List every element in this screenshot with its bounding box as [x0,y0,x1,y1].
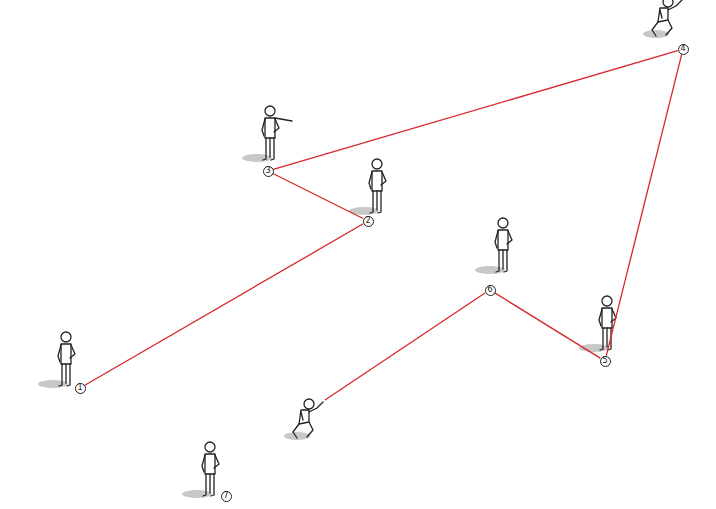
path-line [273,51,677,170]
callout-number: 5 [602,357,607,365]
person-figure [475,218,512,274]
person-figure [284,399,323,440]
callout-circle: 2 [363,216,374,227]
person-figure [242,106,279,162]
person-figure [182,442,219,498]
person-figure [643,0,682,38]
callout-number: 7 [223,492,228,500]
callout-circle: 5 [600,356,611,367]
callout-circle: 1 [75,383,86,394]
callout-number: 3 [265,167,270,175]
path-line [606,54,681,355]
path-line [273,174,363,219]
person-figure [349,159,386,215]
path-line [495,293,601,358]
callout-circle: 4 [678,44,689,55]
callout-number: 1 [77,384,82,392]
person-figure [579,296,616,352]
callout-circle: 3 [263,166,274,177]
callout-number: 2 [365,217,370,225]
callout-number: 4 [680,45,685,53]
path-line [325,293,485,400]
callout-circle: 6 [485,285,496,296]
pointing-arm [275,118,292,121]
callout-number: 6 [487,286,492,294]
person-figure [38,332,75,388]
callout-circle: 7 [221,491,232,502]
path-line [85,224,363,385]
